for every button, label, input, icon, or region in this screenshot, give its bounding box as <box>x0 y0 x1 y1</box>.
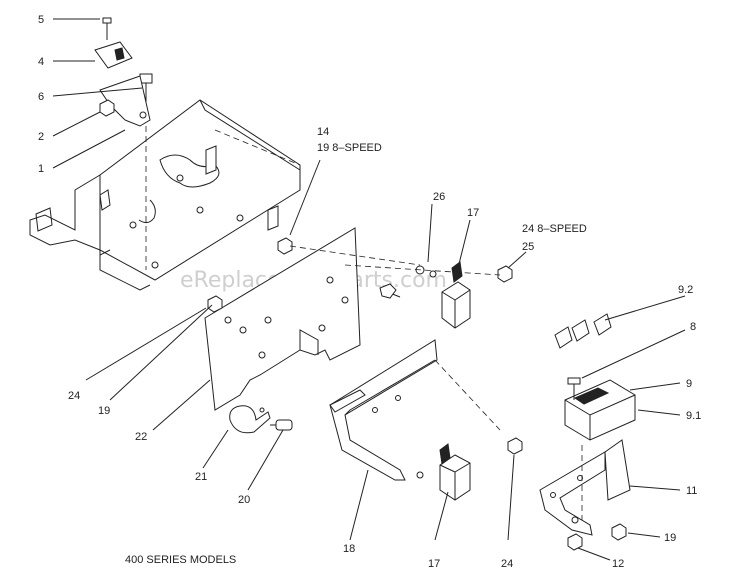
footer-title: 400 SERIES MODELS <box>125 554 236 566</box>
callout-11: 11 <box>686 485 697 497</box>
callout-9: 9 <box>686 378 692 390</box>
callout-4: 4 <box>38 56 44 68</box>
leader-lines <box>52 18 686 561</box>
callout-labels: 5 4 6 2 1 14 19 8–SPEED 26 17 24 8–SPEED… <box>38 14 701 570</box>
callout-14: 14 <box>317 126 329 138</box>
callout-1: 1 <box>38 163 44 175</box>
callout-24-left: 24 <box>68 390 80 402</box>
callout-21: 21 <box>195 471 207 483</box>
callout-17-bottom: 17 <box>428 558 440 570</box>
fuse-block <box>564 377 636 441</box>
fuse-clips <box>554 313 612 349</box>
callout-12: 12 <box>612 558 624 570</box>
callout-9-2: 9.2 <box>678 284 693 296</box>
callout-19-left: 19 <box>98 405 110 417</box>
callout-20: 20 <box>238 494 250 506</box>
mounting-bracket <box>539 439 631 551</box>
callout-24-bottom: 24 <box>501 558 513 570</box>
callout-9-1: 9.1 <box>686 410 701 422</box>
callout-8: 8 <box>690 321 696 333</box>
callout-22: 22 <box>135 431 147 443</box>
frame-plate <box>29 99 301 291</box>
callout-26: 26 <box>433 191 445 203</box>
angle-bracket <box>329 339 501 481</box>
callout-2: 2 <box>38 131 44 143</box>
relay-lower <box>439 437 523 501</box>
callout-19-right: 19 <box>664 532 676 544</box>
relay-upper <box>344 261 513 329</box>
cable-clamp <box>229 405 293 434</box>
callout-19-8-speed: 19 8–SPEED <box>317 142 382 154</box>
fasteners-left <box>207 237 421 313</box>
callout-24-8-speed: 24 8–SPEED <box>522 223 587 235</box>
callout-5: 5 <box>38 14 44 26</box>
mounting-plate <box>204 227 361 411</box>
callout-6: 6 <box>38 91 44 103</box>
callout-25: 25 <box>522 241 534 253</box>
callout-18: 18 <box>343 543 355 555</box>
callout-17-top: 17 <box>467 207 479 219</box>
